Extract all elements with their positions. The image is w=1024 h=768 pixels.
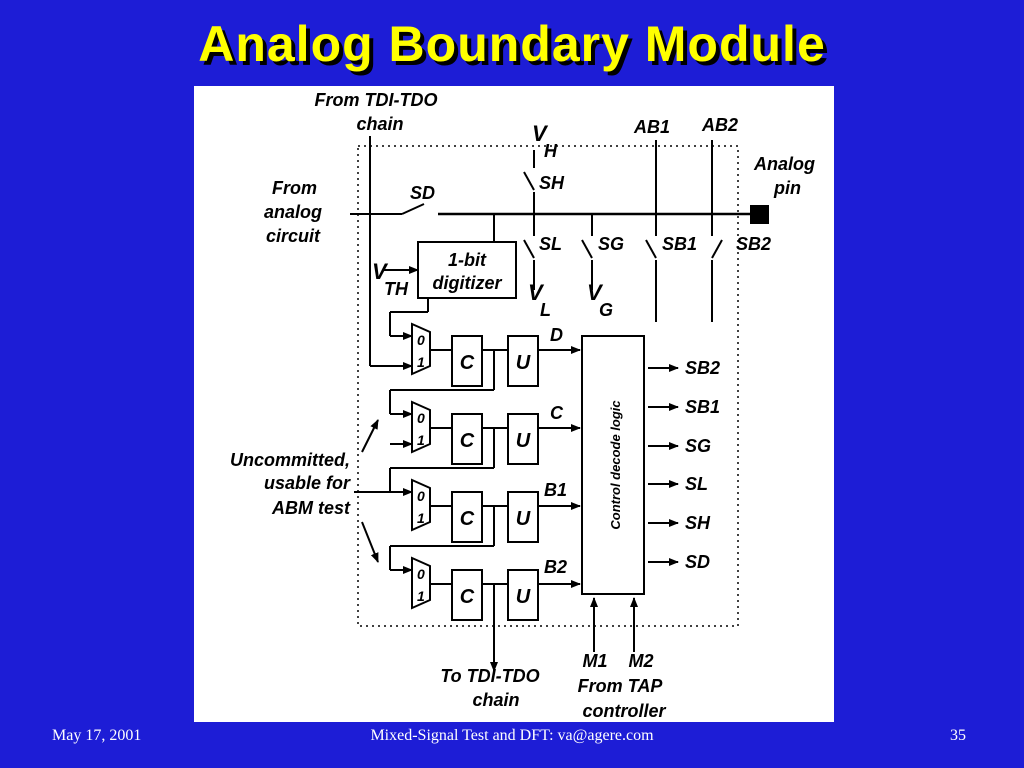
vg-label: V: [587, 280, 604, 305]
vl-sub-label: L: [540, 300, 551, 320]
control-outputs: SB2 SB1 SG SL SH SD: [648, 358, 720, 572]
sg-switch: [581, 239, 593, 259]
mux-4: [411, 556, 431, 610]
vl-label: V: [528, 280, 545, 305]
vg-sub-label: G: [599, 300, 613, 320]
row-label-b1: B1: [544, 480, 567, 500]
mux-3-input-1: 1: [417, 510, 425, 526]
out-label-sd: SD: [685, 552, 710, 572]
sd-switch: [401, 203, 425, 215]
sg-label: SG: [598, 234, 624, 254]
c-cell-1: [451, 335, 483, 387]
to-chain-label-1: To TDI-TDO: [440, 666, 539, 686]
mux-4-input-0: 0: [417, 566, 425, 582]
vth-sub-label: TH: [384, 279, 409, 299]
u-cell-1-label: U: [516, 352, 531, 374]
from-tap-label-1: From TAP: [578, 676, 664, 696]
uncommitted-label-1: Uncommitted,: [230, 450, 350, 470]
sb1-label: SB1: [662, 234, 697, 254]
sl-switch: [523, 239, 535, 259]
row-label-d: D: [550, 325, 563, 345]
register-row-4: 0 1 C U B2: [389, 546, 581, 672]
control-logic-label: Control decode logic: [608, 400, 623, 530]
analog-pin-square: [750, 205, 769, 224]
m1-label: M1: [582, 651, 607, 671]
u-cell-3: [507, 491, 539, 543]
digitizer-label-1: 1-bit: [448, 250, 487, 270]
c-cell-2-label: C: [460, 430, 475, 452]
from-analog-label-2: analog: [264, 202, 322, 222]
footer-date: May 17, 2001: [52, 727, 142, 744]
uncommitted-label-2: usable for: [264, 473, 351, 493]
slide-title: Analog Boundary Module: [198, 16, 826, 72]
out-label-sb1: SB1: [685, 397, 720, 417]
vh-label: V: [532, 121, 549, 146]
out-label-sg: SG: [685, 436, 711, 456]
out-label-sh: SH: [685, 513, 711, 533]
vh-sub-label: H: [544, 141, 558, 161]
sh-switch: [523, 171, 535, 191]
control-logic-box: [581, 335, 645, 595]
diagram-panel: From TDI-TDO chain AB1 AB2 V H SH From a…: [194, 86, 834, 722]
row-label-b2: B2: [544, 557, 567, 577]
ab2-label: AB2: [701, 115, 738, 135]
mux-4-input-1: 1: [417, 588, 425, 604]
mux-2-input-0: 0: [417, 410, 425, 426]
to-chain-label-2: chain: [472, 690, 519, 710]
mux-2-input-1: 1: [417, 432, 425, 448]
u-cell-2: [507, 413, 539, 465]
sb1-switch: [645, 239, 657, 259]
u-cell-1: [507, 335, 539, 387]
mux-1: [411, 322, 431, 376]
analog-pin-label-2: pin: [773, 178, 801, 198]
footer-center: Mixed-Signal Test and DFT: va@agere.com: [370, 727, 654, 744]
module-boundary: [357, 145, 739, 627]
mux-3-input-0: 0: [417, 488, 425, 504]
m2-label: M2: [628, 651, 653, 671]
c-cell-2: [451, 413, 483, 465]
out-label-sb2: SB2: [685, 358, 720, 378]
sl-label: SL: [539, 234, 562, 254]
digitizer-label-2: digitizer: [432, 273, 502, 293]
footer-page-number: 35: [950, 727, 966, 744]
row-label-c: C: [550, 403, 564, 423]
c-cell-3: [451, 491, 483, 543]
mux-3: [411, 478, 431, 532]
sb2-switch: [711, 239, 723, 259]
uncommitted-arrow-2: [361, 521, 379, 563]
register-row-3: 0 1 C U B1: [354, 468, 581, 547]
u-cell-2-label: U: [516, 430, 531, 452]
sd-label: SD: [410, 183, 435, 203]
sh-label: SH: [539, 173, 565, 193]
u-cell-3-label: U: [516, 508, 531, 530]
register-row-2: 0 1 C U C: [389, 390, 581, 469]
abm-diagram: From TDI-TDO chain AB1 AB2 V H SH From a…: [230, 90, 815, 721]
c-cell-3-label: C: [460, 508, 475, 530]
from-tap-label-2: controller: [582, 701, 666, 721]
mux-1-input-1: 1: [417, 354, 425, 370]
register-row-1: 0 1 C U D: [390, 322, 581, 391]
mux-2: [411, 400, 431, 454]
vth-label: V: [372, 259, 389, 284]
mux-1-input-0: 0: [417, 332, 425, 348]
out-label-sl: SL: [685, 474, 708, 494]
digitizer-box: [417, 241, 517, 299]
sb2-label: SB2: [736, 234, 771, 254]
u-cell-4: [507, 569, 539, 621]
analog-pin-label-1: Analog: [753, 154, 815, 174]
c-cell-1-label: C: [460, 352, 475, 374]
c-cell-4: [451, 569, 483, 621]
from-chain-label-2: chain: [356, 114, 403, 134]
ab1-label: AB1: [633, 117, 670, 137]
uncommitted-arrow-1: [361, 419, 379, 453]
from-chain-label-1: From TDI-TDO: [315, 90, 438, 110]
uncommitted-label-3: ABM test: [271, 498, 351, 518]
c-cell-4-label: C: [460, 586, 475, 608]
u-cell-4-label: U: [516, 586, 531, 608]
from-analog-label-1: From: [272, 178, 317, 198]
from-analog-label-3: circuit: [266, 226, 321, 246]
